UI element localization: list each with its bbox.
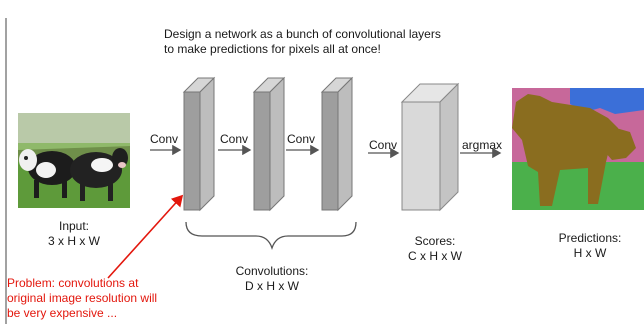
cow-left xyxy=(19,149,76,198)
predictions-segmentation-map xyxy=(512,88,644,210)
scores-block xyxy=(400,82,460,212)
problem-line-3: be very expensive ... xyxy=(7,306,118,320)
title-line-2: to make predictions for pixels all at on… xyxy=(164,42,381,56)
op-conv-2: Conv xyxy=(220,132,249,146)
op-conv-4: Conv xyxy=(369,138,398,152)
problem-line-1: Problem: convolutions at xyxy=(7,276,139,290)
convolutions-brace xyxy=(185,221,357,251)
scores-label: Scores: xyxy=(414,234,456,248)
op-argmax: argmax xyxy=(462,138,503,152)
problem-arrow xyxy=(107,194,184,279)
conv-layer-1 xyxy=(182,76,216,212)
input-image xyxy=(18,113,130,208)
op-conv-1: Conv xyxy=(150,132,179,146)
problem-line-2: original image resolution will xyxy=(7,291,158,305)
input-dims: 3 x H x W xyxy=(47,234,100,248)
predictions-label: Predictions: xyxy=(558,231,622,245)
scores-dims: C x H x W xyxy=(408,249,462,263)
op-conv-3: Conv xyxy=(287,132,316,146)
convolutions-dims: D x H x W xyxy=(245,279,299,293)
cow-right xyxy=(70,148,128,201)
convolutions-label: Convolutions: xyxy=(235,264,309,278)
input-label: Input: xyxy=(58,219,90,233)
title-line-1: Design a network as a bunch of convoluti… xyxy=(164,27,441,41)
predictions-dims: H x W xyxy=(573,246,607,260)
conv-layer-2 xyxy=(252,76,286,212)
conv-layer-3 xyxy=(320,76,354,212)
